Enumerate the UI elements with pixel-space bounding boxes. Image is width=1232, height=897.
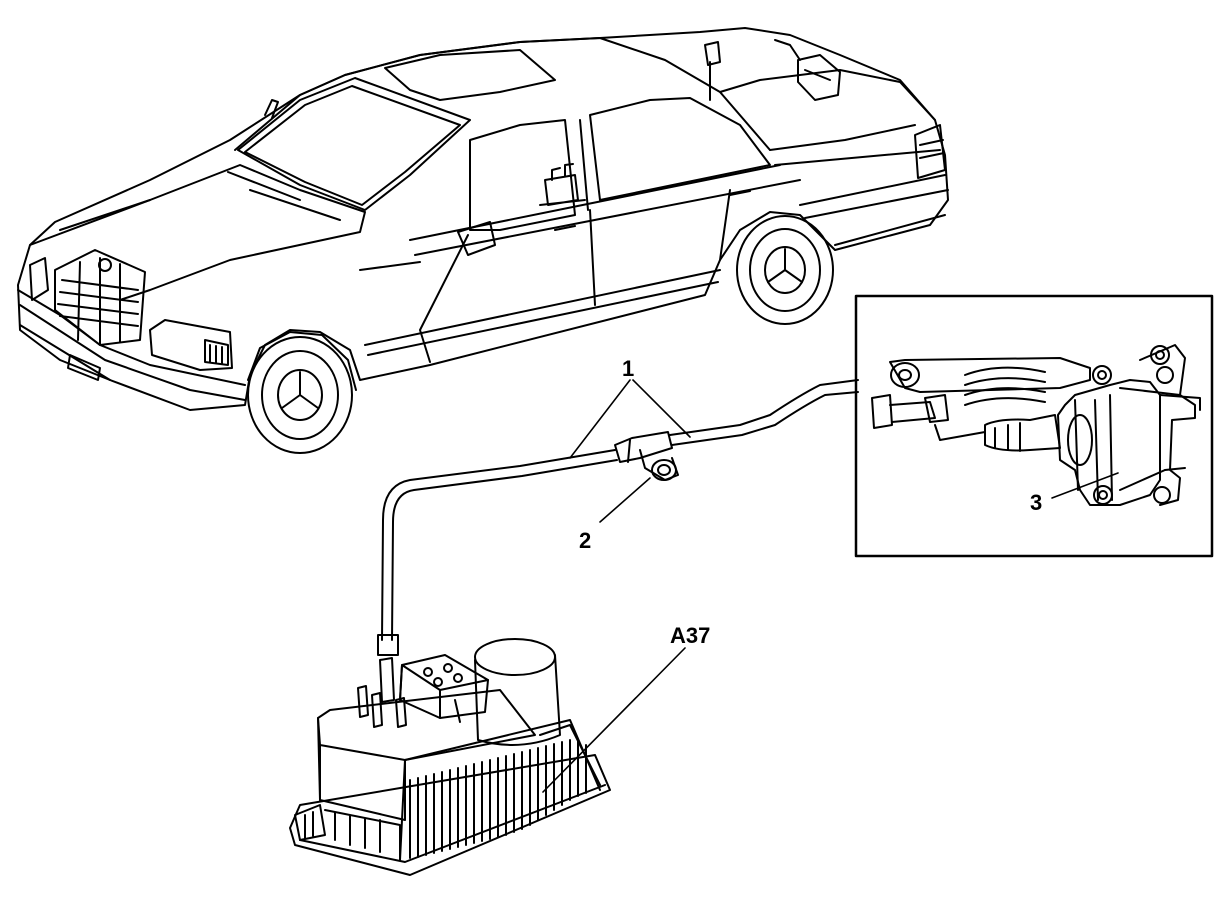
leader-1-right [632, 379, 691, 438]
car-trunk-latch-component [774, 39, 841, 101]
leader-a37 [542, 647, 686, 793]
callout-2: 2 [579, 528, 591, 553]
car-grille [54, 249, 146, 346]
car-roofline [234, 37, 771, 151]
car-windshield [237, 77, 471, 211]
car-door-lines [419, 189, 731, 363]
car-illustration [17, 27, 949, 454]
car-body-outline [17, 27, 949, 411]
callout-3: 3 [1030, 490, 1042, 515]
vacuum-pump-a37 [289, 638, 611, 876]
door-lock-actuator [871, 344, 1201, 506]
car-interior-component [539, 163, 586, 206]
car-headlight [149, 319, 233, 371]
leader-lines [542, 379, 1119, 793]
leader-2 [599, 477, 651, 523]
car-side-mirror [457, 221, 496, 256]
car-side-window-rear [589, 97, 771, 201]
car-side-window-front [469, 119, 576, 231]
t-fitting [614, 431, 679, 481]
car-trunk [719, 69, 941, 166]
vacuum-line [377, 379, 859, 656]
leader-1-left [569, 379, 631, 459]
detail-inset-frame [854, 294, 1214, 558]
callout-1: 1 [622, 356, 634, 381]
car-taillight [914, 124, 946, 179]
car-front-wheel [247, 331, 357, 454]
car-sunroof [384, 49, 556, 101]
car-hood [29, 164, 366, 301]
car-front-bumper [17, 289, 246, 401]
leader-3 [1051, 472, 1119, 499]
callout-a37: A37 [670, 623, 710, 648]
car-rear-wheel [736, 215, 834, 325]
